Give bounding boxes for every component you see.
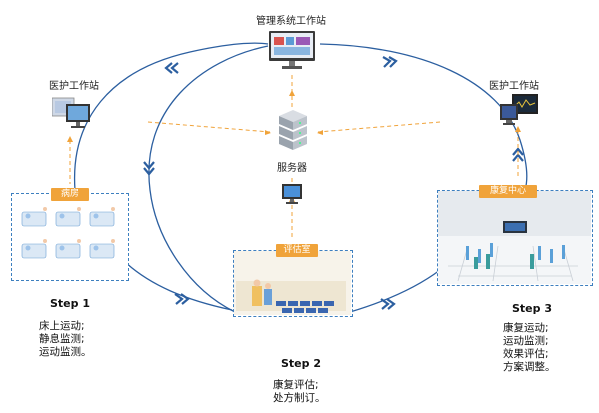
arrow-head <box>382 56 398 68</box>
loop-line <box>124 261 233 311</box>
assessment-tag: 评估室 <box>276 244 318 257</box>
loop-line <box>148 45 269 313</box>
management-monitor-icon <box>268 30 316 70</box>
step-item: 康复运动; <box>503 322 549 334</box>
doctor-computer-icon <box>52 96 92 130</box>
rehab-tag: 康复中心 <box>479 185 537 198</box>
step-item: 康复评估; <box>273 379 319 391</box>
arrow-head <box>164 62 179 74</box>
server-icon <box>275 108 311 154</box>
ward-tag: 病房 <box>51 188 89 201</box>
arrow-head <box>380 298 396 310</box>
step-item: 方案调整。 <box>503 361 556 373</box>
loop-line <box>349 269 441 313</box>
step-title: Step 3 <box>512 302 552 315</box>
loop-line <box>319 43 528 191</box>
ward-box <box>11 193 129 281</box>
management-station-label: 管理系统工作站 <box>256 16 326 27</box>
step-item: 处方制订。 <box>273 392 326 404</box>
step-title: Step 2 <box>281 357 321 370</box>
step-item: 运动监测; <box>503 335 549 347</box>
step-title: Step 1 <box>50 297 90 310</box>
step-item: 运动监测。 <box>39 346 92 358</box>
step-item: 效果评估; <box>503 348 549 360</box>
step-item: 床上运动; <box>39 320 85 332</box>
server-label: 服务器 <box>277 163 307 174</box>
step-1-list: 床上运动; 静息监测; 运动监测。 <box>39 320 92 359</box>
step-item: 静息监测; <box>39 333 85 345</box>
assessment-box <box>233 250 353 317</box>
arrow-head <box>143 161 155 176</box>
doctor-station-right-label: 医护工作站 <box>489 81 539 92</box>
rehab-box <box>437 190 593 286</box>
loop-line <box>73 42 269 191</box>
arrow-head <box>174 293 190 305</box>
doctor-computer-icon <box>500 94 540 128</box>
step-2-list: 康复评估; 处方制订。 <box>273 379 326 405</box>
doctor-station-left-label: 医护工作站 <box>49 81 99 92</box>
step-3-list: 康复运动; 运动监测; 效果评估; 方案调整。 <box>503 322 556 374</box>
assessment-computer-icon <box>280 184 304 206</box>
